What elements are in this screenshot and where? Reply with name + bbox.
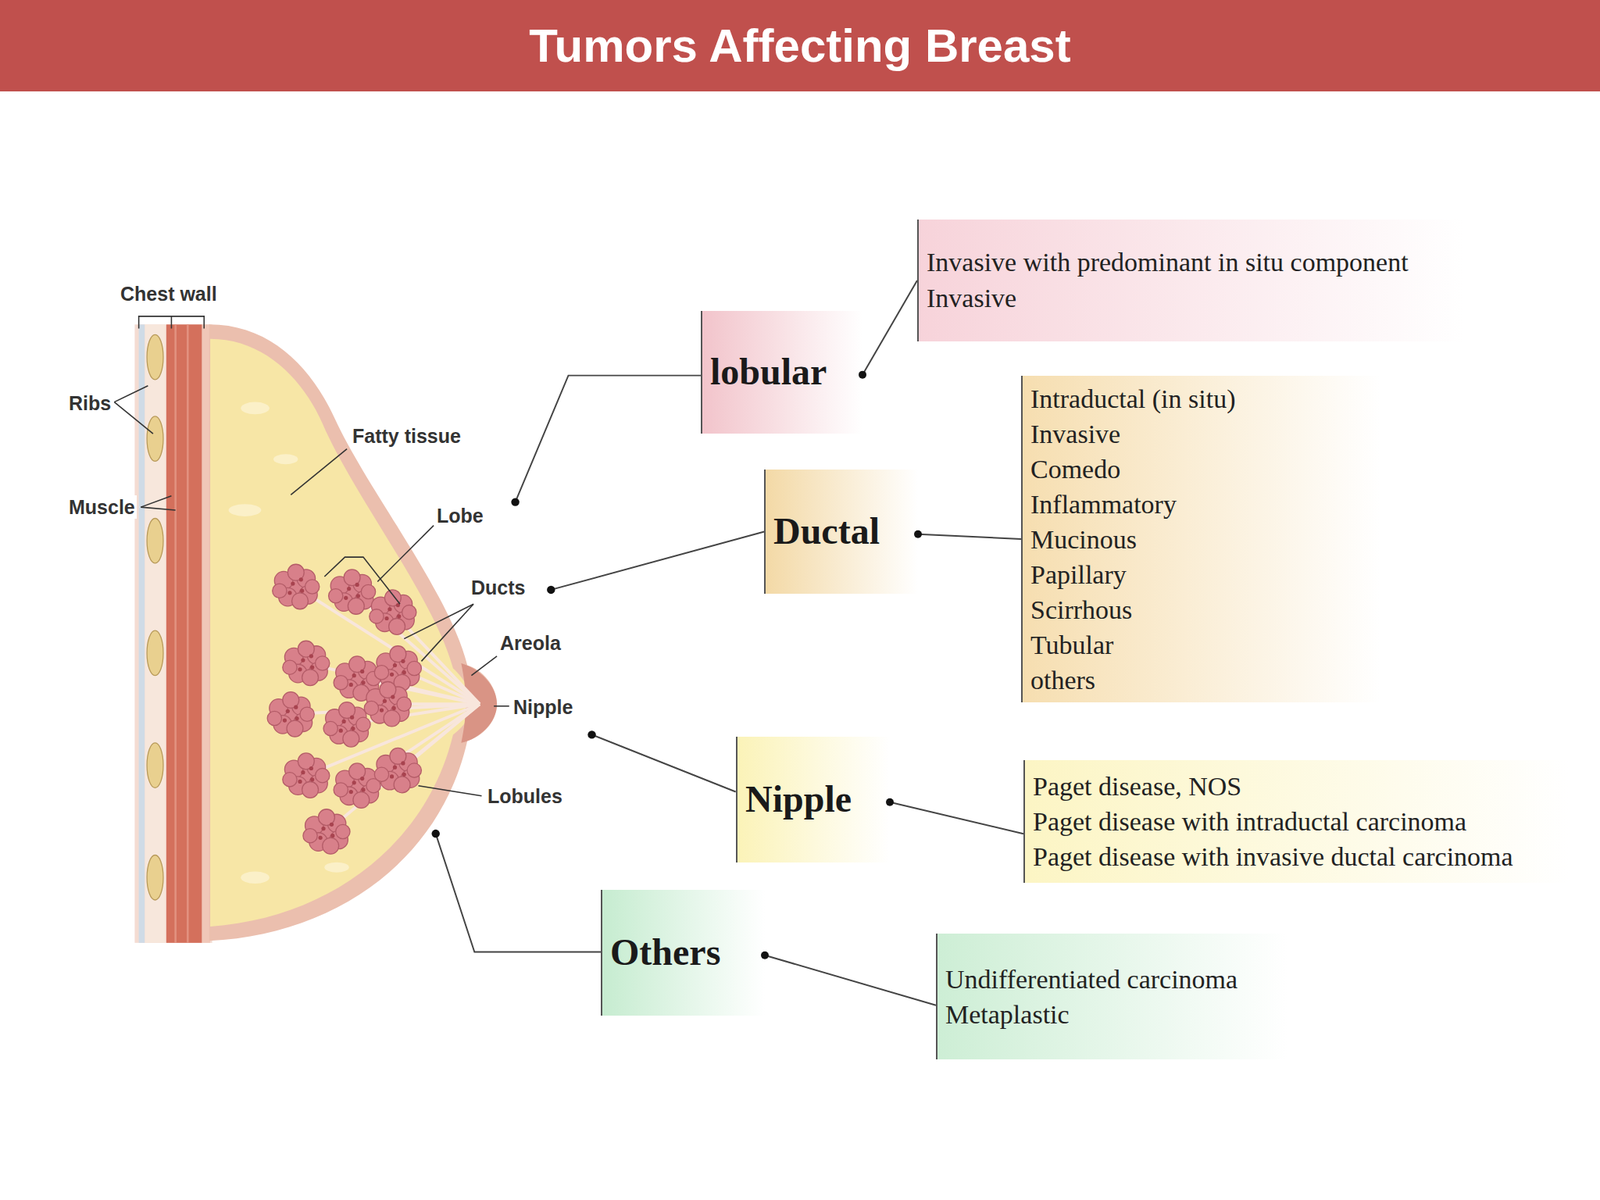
subtype-list-box: Intraductal (in situ)InvasiveComedoInfla…: [1021, 375, 1381, 703]
anatomy-label: Areola: [498, 631, 563, 655]
subtype-item: Paget disease, NOS: [1032, 768, 1560, 804]
connector-line: [917, 534, 1022, 540]
subtype-item: Intraductal (in situ): [1030, 381, 1370, 417]
subtype-item: Invasive with predominant in situ compon…: [926, 244, 1454, 281]
subtype-list-box: Undifferentiated carcinomaMetaplastic: [935, 933, 1288, 1060]
subtype-item: Mucinous: [1030, 521, 1370, 558]
category-box: Others: [600, 889, 765, 1016]
connector-line: [889, 802, 1024, 834]
anatomy-label: Lobe: [435, 503, 486, 528]
title-bar: Tumors Affecting Breast: [0, 0, 1600, 92]
category-box: Nipple: [735, 736, 890, 863]
subtype-item: Papillary: [1030, 557, 1370, 593]
connector-line: [764, 955, 936, 1006]
subtype-item: Invasive: [1030, 416, 1370, 452]
anatomy-label: Ducts: [469, 575, 527, 600]
subtype-item: Comedo: [1030, 451, 1370, 487]
connector-line: [862, 280, 918, 375]
subtype-item: Paget disease with invasive ductal carci…: [1032, 839, 1560, 875]
subtype-item: Undifferentiated carcinoma: [945, 961, 1277, 997]
subtype-item: Scirrhous: [1030, 592, 1370, 628]
category-box: lobular: [700, 310, 863, 434]
category-label: Others: [610, 932, 721, 974]
subtype-item: others: [1030, 662, 1370, 698]
anatomy-label: Nipple: [511, 695, 575, 719]
category-label: Nipple: [745, 778, 852, 821]
category-label: lobular: [710, 351, 827, 393]
category-label: Ductal: [773, 510, 880, 553]
subtype-list-box: Invasive with predominant in situ compon…: [917, 219, 1465, 342]
anatomy-label: Lobules: [485, 784, 565, 808]
subtype-item: Metaplastic: [945, 996, 1277, 1033]
diagram-title: Tumors Affecting Breast: [528, 20, 1071, 72]
subtype-item: Inflammatory: [1030, 486, 1370, 522]
subtype-item: Paget disease with intraductal carcinoma: [1032, 803, 1560, 840]
anatomy-label: Muscle: [67, 495, 137, 519]
category-box: Ductal: [764, 469, 918, 594]
anatomy-label: Fatty tissue: [350, 424, 463, 448]
subtype-item: Invasive: [926, 280, 1454, 317]
subtype-list-box: Paget disease, NOSPaget disease with int…: [1023, 760, 1571, 883]
anatomy-label: Chest wall: [118, 282, 219, 306]
subtype-item: Tubular: [1030, 627, 1370, 663]
anatomy-label: Ribs: [67, 391, 113, 415]
